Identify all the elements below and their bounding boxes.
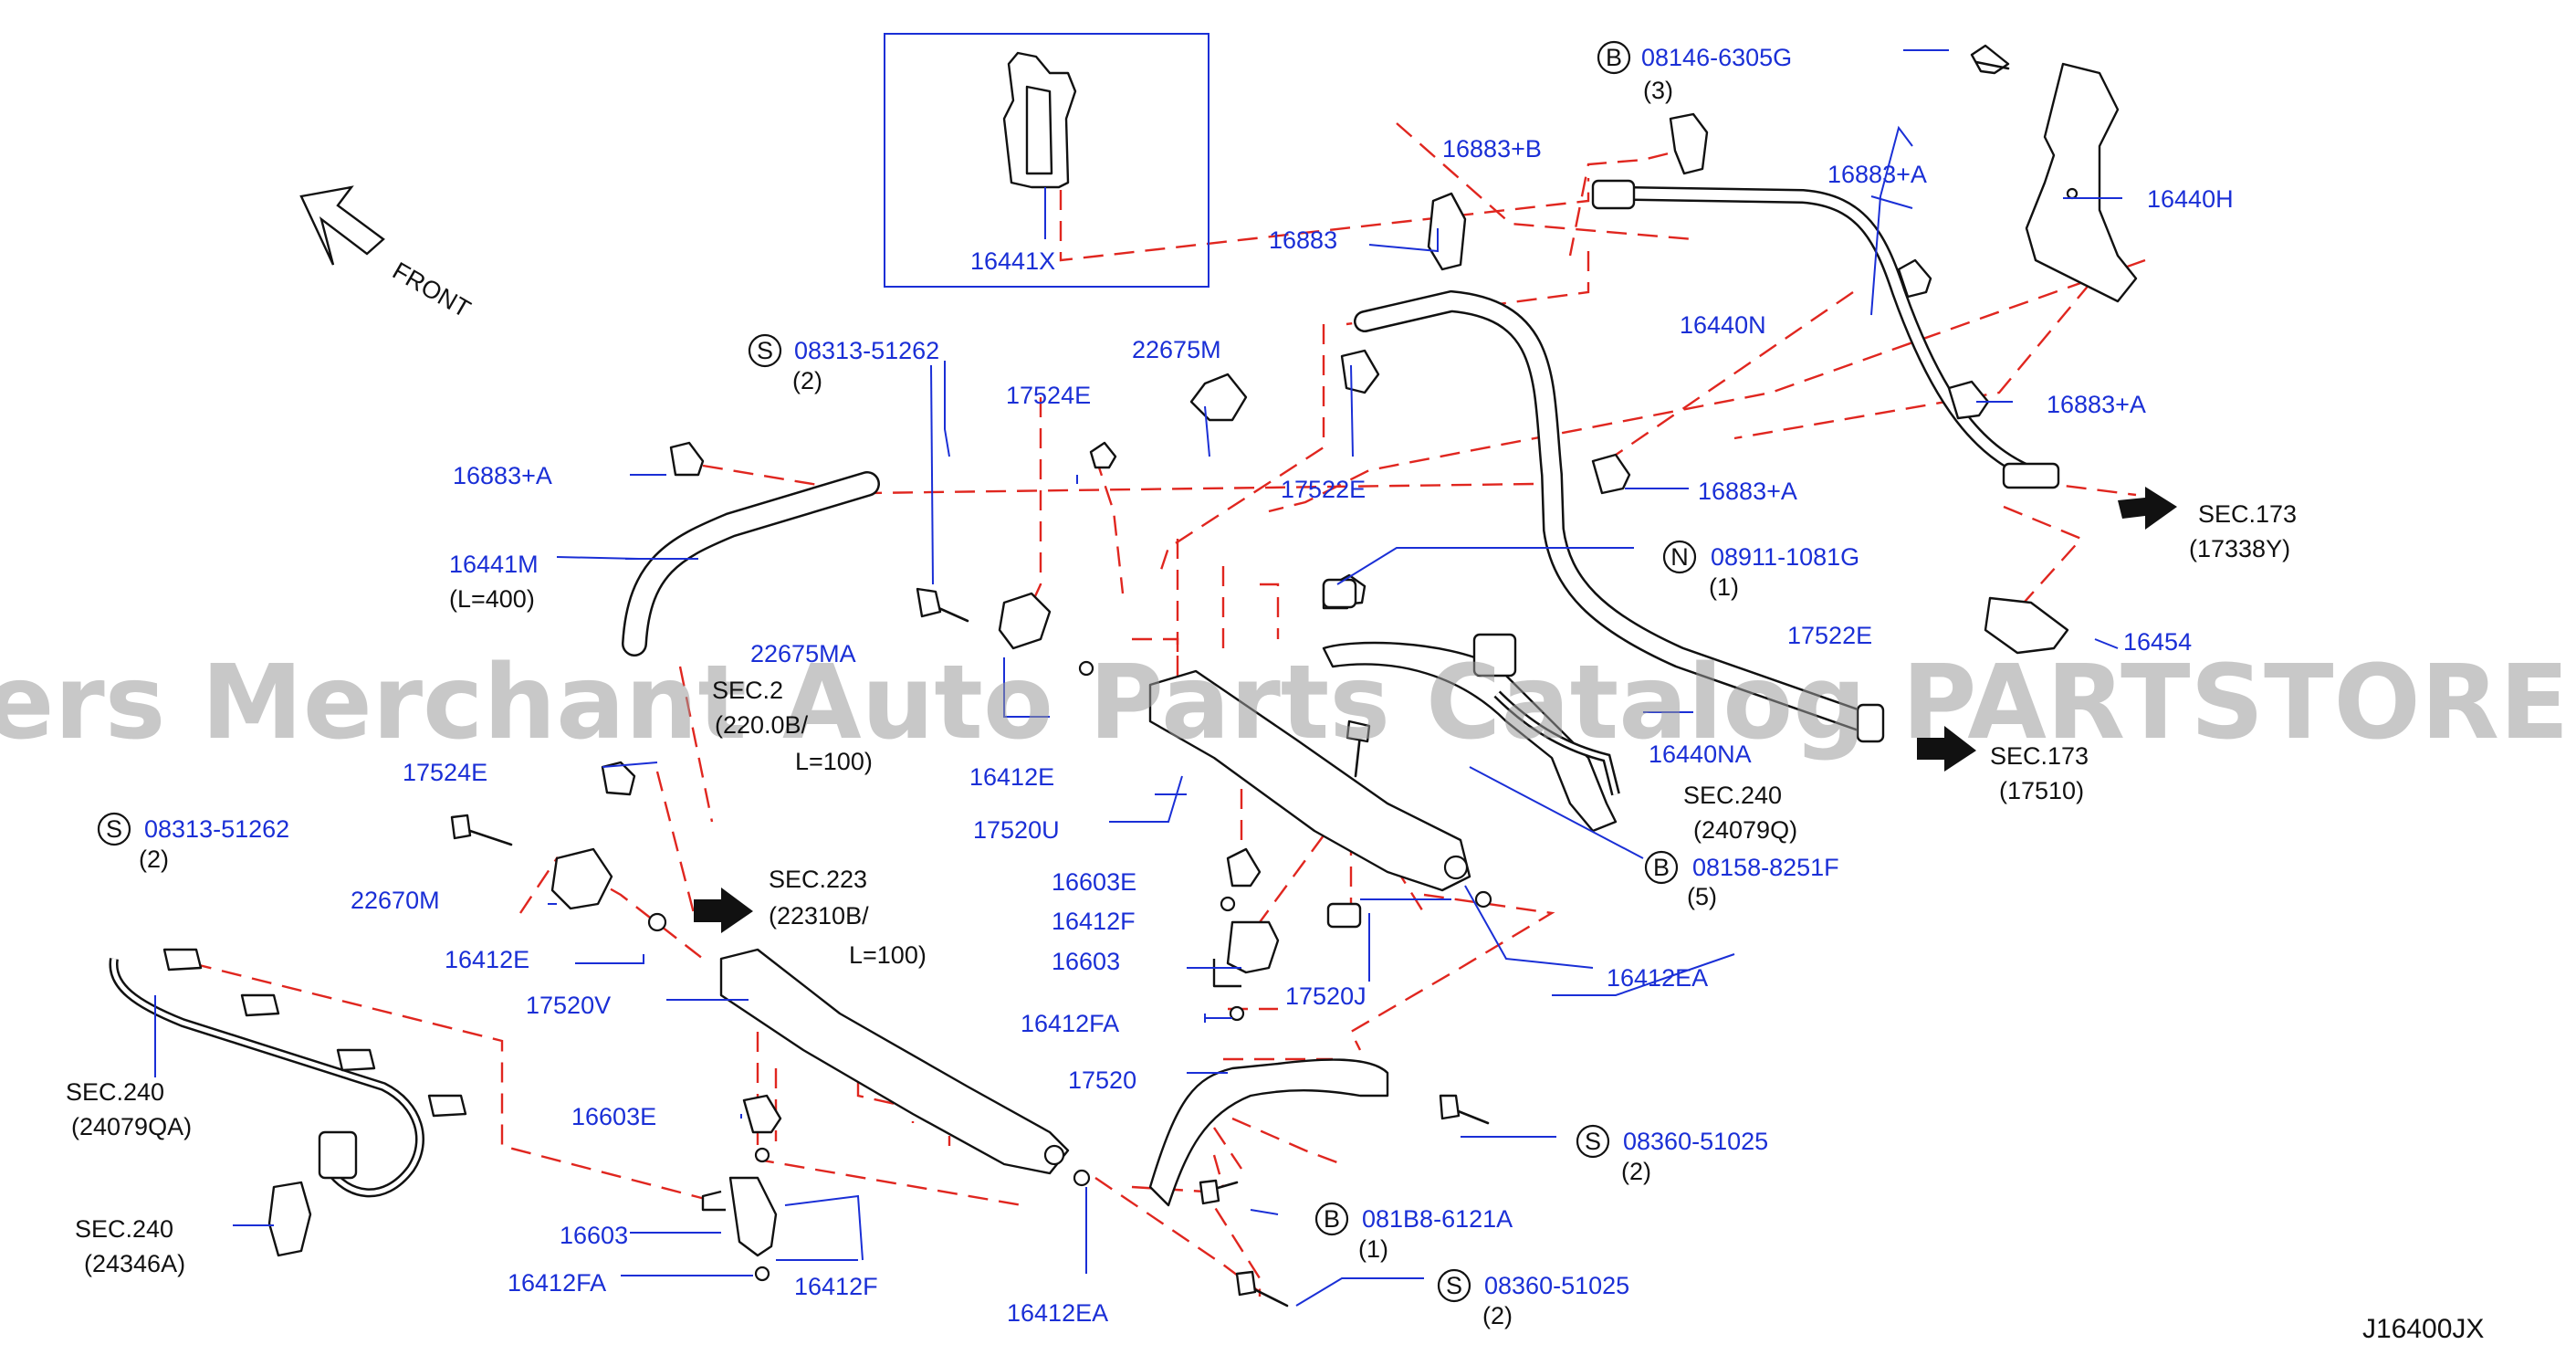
fastener-6-part: 081B8-6121A <box>1362 1205 1513 1233</box>
label-16412fa-left: 16412FA <box>508 1269 606 1297</box>
injectors-and-small-parts <box>550 373 1492 1282</box>
label-16440na: 16440NA <box>1649 741 1752 768</box>
diagram-code: J16400JX <box>2362 1314 2484 1344</box>
sec-ref-2-ref: (24079Q) <box>1693 816 1797 844</box>
fastener-5-type: S <box>1585 1128 1601 1155</box>
front-label: FRONT <box>388 257 476 322</box>
label-16441m: 16441M <box>449 551 539 578</box>
label-22675m: 22675M <box>1132 336 1221 363</box>
label-16441x: 16441X <box>970 247 1055 275</box>
label-16440n: 16440N <box>1680 311 1766 339</box>
fastener-0-type: B <box>1606 44 1622 71</box>
label-22670m: 22670M <box>351 887 440 914</box>
label-17520j: 17520J <box>1285 982 1367 1010</box>
sec-ref-0-sec: SEC.173 <box>2198 500 2297 528</box>
label-16440h: 16440H <box>2147 185 2234 213</box>
fastener-5-qty: (2) <box>1621 1158 1651 1185</box>
label-17522e-mid: 17522E <box>1281 476 1366 503</box>
label-17524e-top: 17524E <box>1006 382 1091 409</box>
label-16883-a-mid: 16883+A <box>1698 478 1797 505</box>
label-17524e-left: 17524E <box>403 759 487 786</box>
fastener-7-qty: (2) <box>1482 1302 1513 1329</box>
fastener-4-qty: (5) <box>1687 883 1717 910</box>
section-reference-labels: SEC.173 (17338Y) SEC.173 (17510) SEC.240… <box>66 500 2297 1277</box>
label-16883-a-left: 16883+A <box>453 462 552 489</box>
fastener-7-type: S <box>1446 1272 1462 1299</box>
label-22675ma: 22675MA <box>750 640 856 667</box>
fastener-3-qty: (2) <box>139 846 169 873</box>
sec-ref-6-ref: (24346A) <box>84 1250 185 1277</box>
label-16412ea-bottom: 16412EA <box>1007 1299 1108 1327</box>
fastener-7-part: 08360-51025 <box>1484 1272 1629 1299</box>
fastener-2-part: 08911-1081G <box>1711 543 1859 571</box>
fasteners-bolts <box>450 60 2010 1308</box>
label-16883-a-right: 16883+A <box>2047 391 2146 418</box>
label-16454: 16454 <box>2123 628 2192 656</box>
sec-ref-5-ref: (24079QA) <box>71 1113 192 1140</box>
label-16603e-left: 16603E <box>571 1103 656 1130</box>
fastener-6-type: B <box>1324 1205 1340 1233</box>
fastener-6-qty: (1) <box>1358 1235 1388 1263</box>
fastener-2-type: N <box>1670 543 1689 571</box>
label-16441m-length: (L=400) <box>449 585 535 613</box>
sec-ref-0-ref: (17338Y) <box>2189 535 2290 562</box>
fastener-labels: B 08146-6305G (3) S 08313-51262 (2) N 08… <box>106 44 1859 1329</box>
fastener-1-type: S <box>757 337 773 364</box>
fastener-4-part: 08158-8251F <box>1692 854 1839 881</box>
fastener-3-type: S <box>106 815 122 843</box>
sec-ref-6-sec: SEC.240 <box>75 1215 173 1243</box>
inset-box <box>884 33 1209 288</box>
sec-ref-5-sec: SEC.240 <box>66 1078 164 1106</box>
sec-ref-1-sec: SEC.173 <box>1990 742 2089 770</box>
label-16412ea-right: 16412EA <box>1607 964 1708 992</box>
fastener-1-qty: (2) <box>792 367 822 394</box>
fuel-rails <box>719 641 1618 1207</box>
upper-hoses <box>622 179 2060 743</box>
label-16883-b: 16883+B <box>1442 135 1542 163</box>
label-16412f-mid: 16412F <box>1052 908 1136 935</box>
label-16883-a-top: 16883+A <box>1827 161 1927 188</box>
fastener-1-part: 08313-51262 <box>794 337 939 364</box>
sec-ref-3-ref: (22310B/ <box>769 902 869 930</box>
harnesses <box>109 633 1620 1257</box>
fastener-circles <box>97 40 1697 1303</box>
fastener-5-part: 08360-51025 <box>1623 1128 1768 1155</box>
sec-ref-2-sec: SEC.240 <box>1683 782 1782 809</box>
sec-ref-4-len: L=100) <box>795 748 873 775</box>
label-16412e-left: 16412E <box>445 946 529 973</box>
label-16603-left: 16603 <box>560 1222 628 1249</box>
fastener-0-part: 08146-6305G <box>1641 44 1792 71</box>
fastener-0-qty: (3) <box>1643 77 1673 104</box>
fastener-4-type: B <box>1653 854 1670 881</box>
sec-ref-4-ref: (220.0B/ <box>715 711 809 739</box>
fastener-2-qty: (1) <box>1709 573 1739 601</box>
direction-arrows <box>694 487 2177 933</box>
sec-ref-1-ref: (17510) <box>1999 777 2084 804</box>
label-16412f-left: 16412F <box>794 1273 878 1300</box>
label-16883: 16883 <box>1269 226 1337 254</box>
sec-ref-3-sec: SEC.223 <box>769 866 867 893</box>
front-arrow <box>299 185 385 266</box>
label-17522e-right: 17522E <box>1787 622 1872 649</box>
label-16603-mid: 16603 <box>1052 948 1120 975</box>
label-17520v: 17520V <box>526 992 611 1019</box>
sec-ref-4-sec: SEC.2 <box>712 677 783 704</box>
fastener-3-part: 08313-51262 <box>144 815 289 843</box>
label-17520: 17520 <box>1068 1066 1136 1094</box>
label-16412fa-mid: 16412FA <box>1021 1010 1119 1037</box>
blue-leaders <box>154 49 2122 1307</box>
label-17520u: 17520U <box>973 816 1060 844</box>
sec-ref-3-len: L=100) <box>849 941 927 969</box>
label-16412e-mid: 16412E <box>969 763 1054 791</box>
watermark-text: Offers Merchant Auto Parts Catalog PARTS… <box>0 644 2576 762</box>
label-16603e-mid: 16603E <box>1052 868 1136 896</box>
